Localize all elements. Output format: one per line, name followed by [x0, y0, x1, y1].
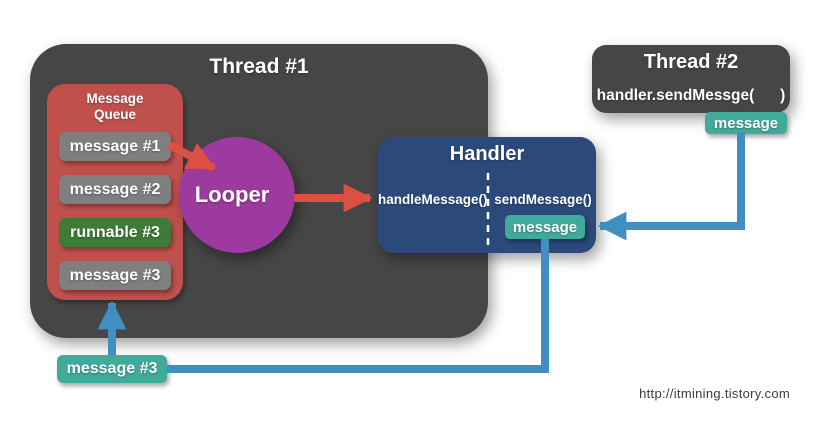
- handler-title: Handler: [449, 143, 525, 165]
- blue-arrow-thread2-to-handler-icon: [597, 132, 745, 241]
- looper-label: Looper: [194, 182, 270, 207]
- queue-item-message-3: message #3: [59, 261, 171, 290]
- thread2-code-label: handler.sendMessge( ): [596, 87, 786, 104]
- incoming-message-badge-label: message #3: [66, 360, 158, 377]
- handler-handle-method-label: handleMessage(): [378, 192, 488, 207]
- queue-item-message-2: message #2: [59, 175, 171, 204]
- queue-item-label: message #1: [69, 137, 161, 155]
- thread2-message-badge: message: [705, 112, 787, 134]
- queue-item-label: message #2: [69, 180, 161, 198]
- thread2-message-badge-label: message: [713, 114, 779, 132]
- watermark-url: http://itmining.tistory.com: [639, 386, 790, 401]
- thread2-box: Thread #2 handler.sendMessge( ): [592, 45, 790, 113]
- message-queue-title: Message Queue: [86, 91, 144, 122]
- thread1-title: Thread #1: [209, 55, 309, 78]
- queue-item-runnable-3: runnable #3: [59, 218, 171, 247]
- handler-send-method-label: sendMessage(): [494, 192, 592, 207]
- message-queue-box: Message Queue message #1 message #2 runn…: [47, 84, 183, 300]
- queue-item-label: runnable #3: [70, 223, 160, 241]
- thread2-title: Thread #2: [643, 51, 739, 73]
- incoming-message-badge: message #3: [57, 355, 167, 383]
- looper-circle: Looper: [179, 137, 295, 253]
- handler-message-badge: message: [505, 215, 585, 239]
- queue-item-message-1: message #1: [59, 132, 171, 161]
- queue-item-label: message #3: [69, 266, 161, 284]
- handler-message-badge-label: message: [512, 218, 578, 236]
